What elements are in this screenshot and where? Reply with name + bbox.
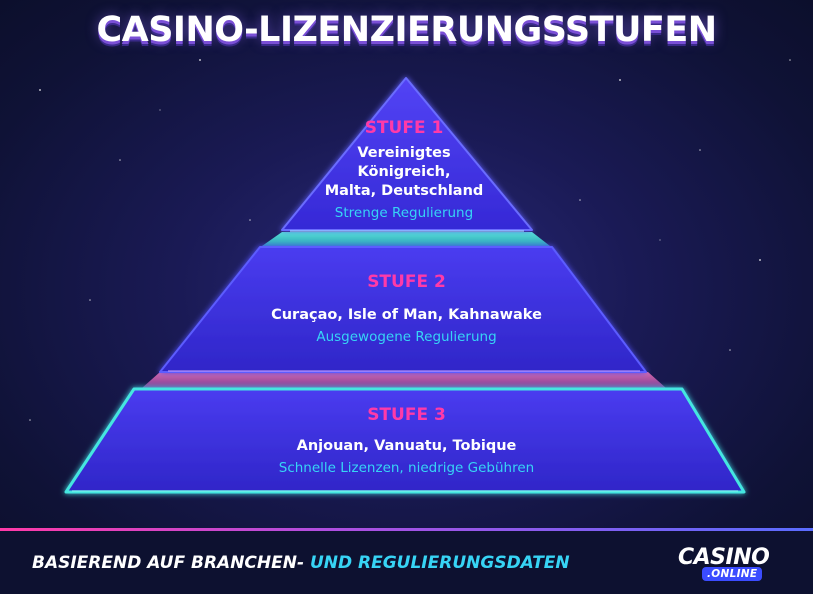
tier-3-description: Schnelle Lizenzen, niedrige Gebühren — [278, 460, 535, 476]
tier-1-countries: Vereinigtes Königreich, Malta, Deutschla… — [300, 144, 508, 201]
page-title: CASINO-LIZENZIERUNGSSTUFEN — [96, 10, 717, 50]
brand-logo: CASINO .ONLINE — [678, 545, 788, 585]
tier-connector-1 — [262, 232, 550, 246]
tier-2-shape — [159, 246, 647, 373]
tier-1-countries-line: Königreich, — [357, 164, 451, 180]
tier-1-text: STUFE 1 Vereinigtes Königreich, Malta, D… — [300, 118, 508, 221]
footer: BASIEREND AUF BRANCHEN- UND REGULIERUNGS… — [0, 531, 813, 594]
tier-3-countries: Anjouan, Vanuatu, Tobique — [296, 438, 517, 454]
tier-2-countries: Curaçao, Isle of Man, Kahnawake — [271, 307, 542, 323]
footer-caption: BASIEREND AUF BRANCHEN- UND REGULIERUNGS… — [32, 553, 570, 573]
tier-2-description: Ausgewogene Regulierung — [316, 329, 497, 345]
tier-3-shape — [64, 387, 746, 494]
pyramid-graphic — [29, 59, 791, 494]
tier-3-text: STUFE 3 Anjouan, Vanuatu, Tobique Schnel… — [150, 405, 663, 476]
footer-caption-part2: UND REGULIERUNGSDATEN — [309, 553, 570, 573]
tier-1-shape — [281, 77, 533, 231]
footer-divider — [0, 528, 813, 531]
stars — [29, 59, 791, 421]
tier-1-label: STUFE 1 — [364, 118, 444, 138]
tier-2-label: STUFE 2 — [367, 272, 446, 292]
logo-subword: .ONLINE — [702, 567, 763, 581]
tier-connector-2 — [142, 372, 666, 388]
logo-wordmark: CASINO — [678, 545, 770, 570]
diagram-canvas: CASINO-LIZENZIERUNGSSTUFEN STUFE 1 Verei… — [0, 0, 813, 528]
tier-3-label: STUFE 3 — [367, 405, 446, 425]
tier-1-countries-line: Malta, Deutschland — [324, 183, 484, 199]
footer-caption-part1: BASIEREND AUF BRANCHEN- — [32, 553, 305, 573]
tier-1-description: Strenge Regulierung — [334, 205, 474, 221]
tier-2-text: STUFE 2 Curaçao, Isle of Man, Kahnawake … — [200, 272, 613, 345]
tier-1-countries-line: Vereinigtes — [357, 145, 451, 161]
